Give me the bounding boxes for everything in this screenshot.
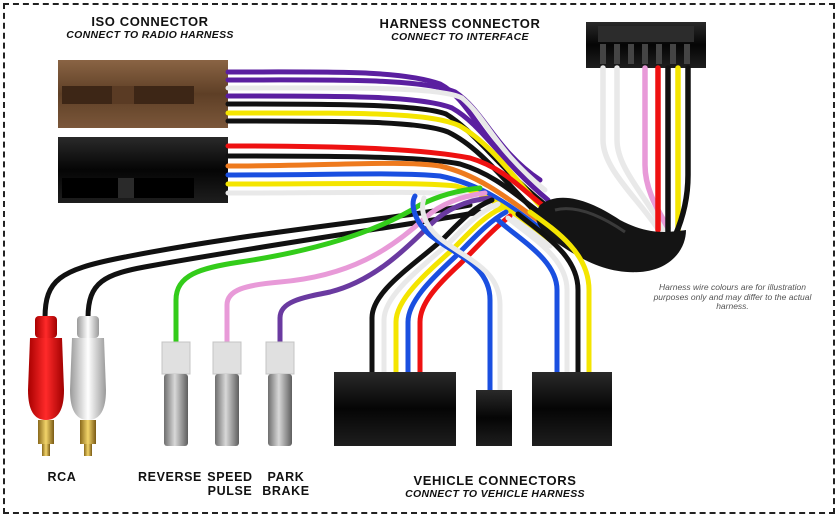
rca-plug-white — [70, 316, 106, 456]
reverse-label-line1: REVERSE — [138, 470, 202, 484]
vehicle-connectors-subtitle: CONNECT TO VEHICLE HARNESS — [405, 488, 585, 500]
speed-pulse-label: SPEED PULSE — [196, 470, 264, 498]
reverse-connector — [161, 341, 191, 446]
vehicle-connectors-title: VEHICLE CONNECTORS — [413, 473, 577, 488]
rca-label: RCA — [47, 470, 77, 484]
iso-connector-title: ISO CONNECTOR — [91, 14, 209, 29]
iso-connector-subtitle: CONNECT TO RADIO HARNESS — [66, 29, 234, 41]
park-brake-connector — [265, 341, 295, 446]
diagram-frame — [3, 3, 835, 514]
harness-connector-title: HARNESS CONNECTOR — [379, 16, 541, 31]
harness-colour-note: Harness wire colours are for illustratio… — [653, 282, 812, 311]
vehicle-wires — [369, 193, 592, 393]
speed-pulse-label-line2: PULSE — [207, 484, 253, 498]
harness-connector — [586, 22, 706, 68]
reverse-label: REVERSE — [130, 470, 210, 484]
cable-sleeve — [536, 197, 686, 273]
rca-plug-red — [28, 316, 64, 456]
park-brake-label-line1: PARK — [267, 470, 305, 484]
speed-pulse-label-line1: SPEED — [207, 470, 253, 484]
park-brake-label: PARK BRAKE — [254, 470, 318, 498]
vehicle-connector-right — [532, 372, 612, 446]
harness-wires — [600, 65, 691, 239]
harness-connector-subtitle: CONNECT TO INTERFACE — [391, 31, 529, 43]
park-brake-label-line2: BRAKE — [262, 484, 310, 498]
speed-pulse-connector — [212, 341, 242, 446]
sleeve-highlight — [554, 207, 626, 234]
vehicle-connector-left — [334, 372, 456, 446]
iso-connector-brown — [58, 60, 228, 128]
vehicle-connector-middle — [476, 390, 512, 446]
input-wires — [173, 185, 493, 348]
iso-connector-black — [58, 137, 228, 203]
